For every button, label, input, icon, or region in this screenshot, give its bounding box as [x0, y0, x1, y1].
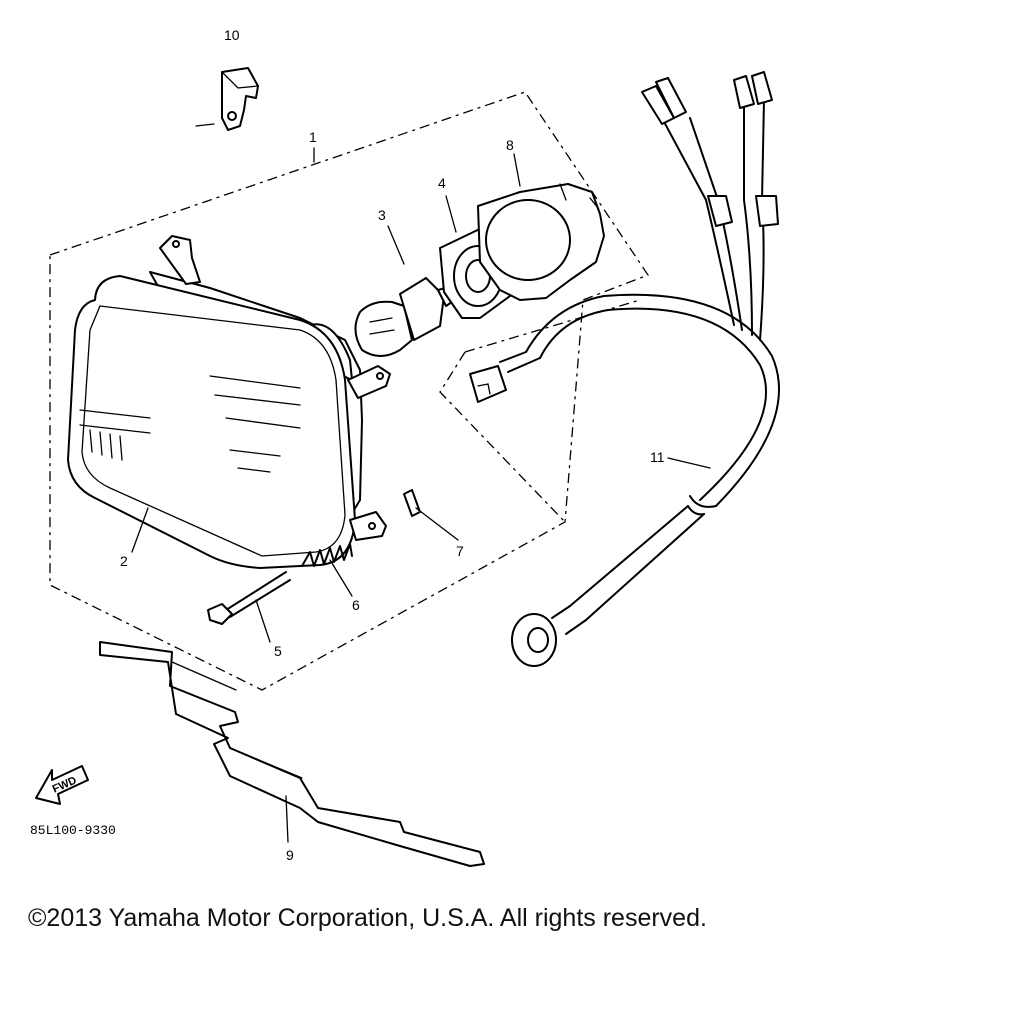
part-7-clip: [403, 489, 421, 517]
assembly-outline: [49, 91, 649, 691]
part-2-headlight-lens: [67, 235, 391, 569]
callout-5: 5: [274, 643, 282, 659]
part-10-bracket: [195, 67, 259, 131]
connector-outline: [439, 351, 566, 523]
callout-1: 1: [309, 129, 317, 145]
diagram-code: 85L100-9330: [30, 823, 116, 838]
part-8-boot: [477, 183, 605, 301]
callout-7: 7: [456, 543, 464, 559]
copyright-notice: ©2013 Yamaha Motor Corporation, U.S.A. A…: [28, 904, 707, 932]
leader-lines: [131, 147, 711, 843]
part-5-bolt: [207, 571, 291, 625]
connector-outline-top: [464, 299, 641, 353]
part-6-spring: [301, 543, 353, 567]
callout-6: 6: [352, 597, 360, 613]
callout-8: 8: [506, 137, 514, 153]
part-9-strip: [99, 641, 485, 867]
callout-11: 11: [650, 449, 665, 465]
part-3-bulb: [354, 277, 459, 357]
callout-10: 10: [224, 27, 240, 43]
callout-4: 4: [438, 175, 446, 191]
part-11-harness: [469, 71, 780, 667]
fwd-arrow: FWD: [35, 765, 89, 805]
callout-3: 3: [378, 207, 386, 223]
callout-9: 9: [286, 847, 294, 863]
callout-2: 2: [120, 553, 128, 569]
